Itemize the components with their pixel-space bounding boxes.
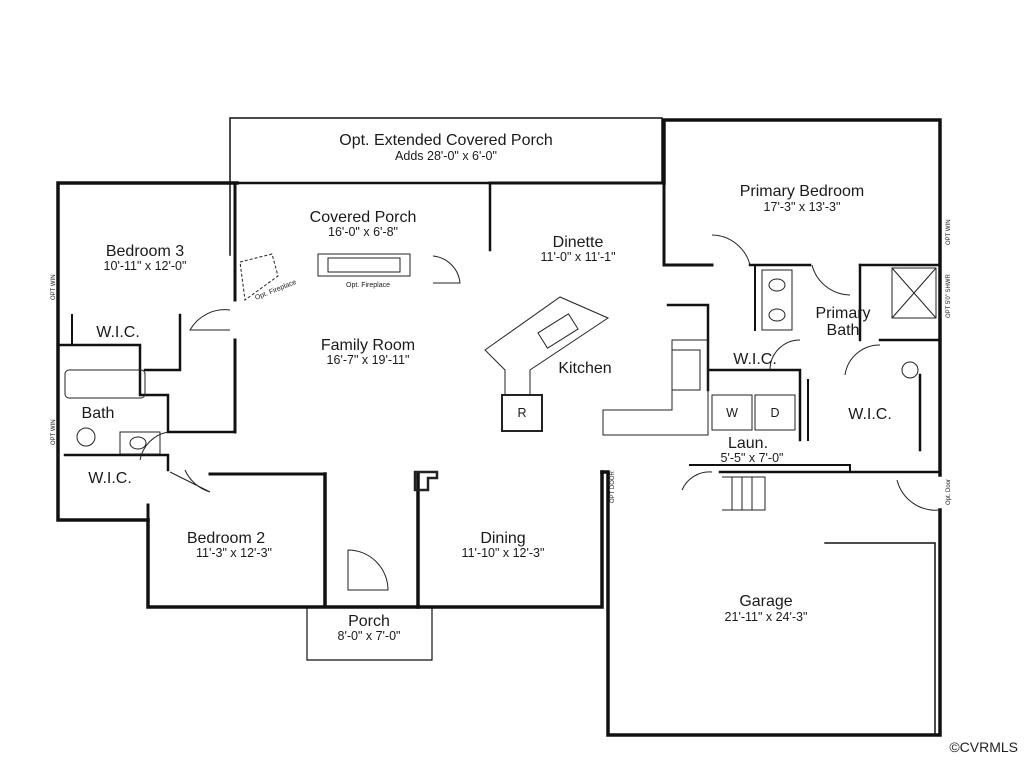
door-primary-bath	[811, 264, 851, 296]
door-front	[347, 549, 389, 591]
primary-bath-line2: Bath	[827, 322, 860, 339]
front-porch-outline	[306, 606, 433, 661]
opt-door-garage: OPT DOOR	[610, 470, 616, 503]
front-wall	[416, 470, 604, 609]
door-bedroom3	[189, 309, 231, 331]
left-internal-walls	[56, 313, 237, 472]
primary-bed-wall	[662, 118, 942, 477]
walls	[56, 117, 942, 737]
cooktop	[671, 349, 701, 391]
door-porch-rear	[432, 255, 461, 284]
primary-bedroom-name: Primary Bedroom	[740, 183, 864, 200]
dining-dims: 11'-10" x 12'-3"	[462, 546, 545, 560]
primary-bedroom-dims: 17'-3" x 13'-3"	[764, 200, 841, 214]
tub	[64, 369, 146, 399]
watermark: ©CVRMLS	[949, 739, 1018, 755]
wic-bed3-name: W.I.C.	[96, 324, 140, 341]
door-primary	[711, 234, 751, 266]
garage-steps	[722, 476, 766, 511]
column	[413, 470, 439, 492]
porch-dims: 8'-0" x 7'-0"	[338, 629, 401, 643]
bath-vanity	[119, 431, 161, 455]
kitchen-island	[484, 296, 610, 396]
opt-fireplace-corner-label: Opt. Fireplace	[254, 279, 297, 302]
opt-shower-note: OPT 5'0" SHWR	[946, 273, 952, 318]
primary-toilet	[901, 361, 919, 379]
door-bath	[139, 431, 169, 461]
fixtures	[64, 253, 937, 511]
laundry-dims: 5'-5" x 7'-0"	[721, 451, 784, 465]
primary-shower	[891, 267, 937, 319]
kitchen-name: Kitchen	[558, 360, 611, 377]
family-room-name: Family Room	[321, 337, 415, 354]
primary-vanity	[761, 269, 793, 331]
door-wic1	[769, 339, 801, 371]
fridge-label: R	[517, 406, 526, 420]
family-room-dims: 16'-7" x 19'-11"	[327, 353, 410, 367]
laundry-name: Laun.	[728, 435, 768, 452]
primary-bed-bottom	[662, 181, 714, 267]
garage-door	[824, 542, 936, 736]
dinette-name: Dinette	[553, 234, 604, 251]
bedroom3-dims: 10'-11" x 12'-0"	[104, 259, 187, 273]
primary-bath-line1: Primary	[815, 305, 870, 322]
doors	[139, 234, 941, 591]
opt-door-note: Opt. Door	[946, 479, 952, 505]
wic-primary1-name: W.I.C.	[733, 351, 777, 368]
door-bedroom2	[169, 469, 211, 493]
opt-window-bath: OPT WIN	[51, 419, 57, 445]
covered-porch-name: Covered Porch	[310, 209, 417, 226]
bedroom2-name: Bedroom 2	[187, 530, 265, 547]
ext-porch-name: Opt. Extended Covered Porch	[339, 132, 552, 149]
wic-bed2-name: W.I.C.	[88, 470, 132, 487]
door-opt-garage	[896, 479, 941, 511]
bedroom3-name: Bedroom 3	[106, 243, 184, 260]
opt-fireplace-label: Opt. Fireplace	[346, 282, 390, 289]
garage-name: Garage	[739, 593, 792, 610]
ext-porch-dims: Adds 28'-0" x 6'-0"	[395, 149, 497, 163]
ext-porch-outline	[229, 117, 663, 256]
door-wic2	[844, 344, 881, 376]
bedroom2-dims: 11'-3" x 12'-3"	[196, 546, 272, 560]
garage-wall	[600, 470, 942, 737]
corner-fireplace-shape	[239, 253, 279, 301]
room-labels: Opt. Extended Covered Porch Adds 28'-0" …	[82, 132, 892, 643]
bath-toilet	[76, 427, 96, 447]
dryer-label: D	[770, 406, 779, 420]
opt-window-primary: OPT WIN	[946, 219, 952, 245]
bath-name: Bath	[82, 405, 115, 422]
left-wing-wall	[56, 181, 239, 522]
opt-window-bed3: OPT WIN	[51, 274, 57, 300]
porch-name: Porch	[348, 613, 390, 630]
covered-porch-dims: 16'-0" x 6'-8"	[328, 225, 398, 239]
washer-shape	[711, 394, 753, 431]
dining-name: Dining	[480, 530, 525, 547]
door-garage	[681, 471, 713, 491]
dryer-shape	[754, 394, 796, 431]
wic-primary2-name: W.I.C.	[848, 406, 892, 423]
kitchen-counter	[602, 339, 709, 436]
garage-dims: 21'-11" x 24'-3"	[725, 610, 808, 624]
laundry-bottom	[689, 464, 851, 473]
fireplace-shape	[317, 253, 411, 277]
dinette-dims: 11'-0" x 11'-1"	[540, 250, 615, 264]
fridge-shape	[501, 394, 543, 432]
washer-label: W	[726, 406, 738, 420]
primary-wic-wall	[858, 263, 942, 452]
bedroom2-wall	[146, 472, 420, 609]
